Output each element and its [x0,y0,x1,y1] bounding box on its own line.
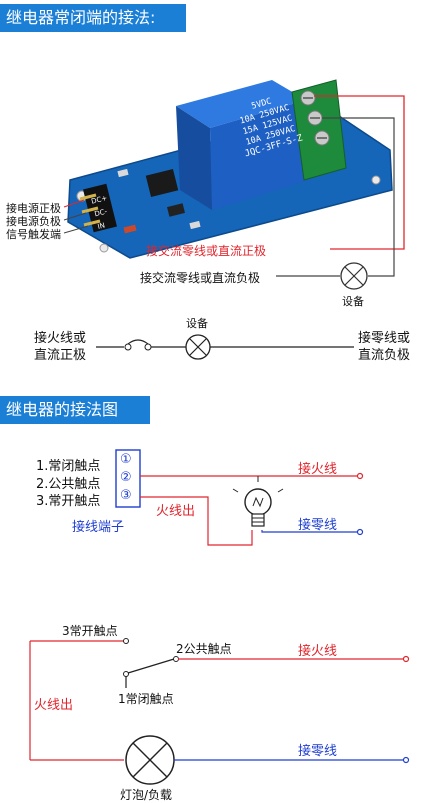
live-wire-label: 接火线 [298,462,338,477]
simple-right-label: 接零线或 直流负极 [358,330,410,364]
header-pin [79,193,97,201]
bulb-filament [252,496,264,508]
s3-live-wire-label: 接火线 [298,644,338,659]
contact-com-label: 2.公共触点 [36,477,101,492]
smd-component [117,168,129,178]
section2-title-banner: 继电器的接法图 [0,396,150,424]
bulb-base [251,513,265,527]
switch-contact [144,343,152,351]
contact-nc-label: 1.常闭触点 [36,459,101,474]
s3-live-out-label: 火线出 [34,698,74,713]
wire-terminal3-liveout [140,496,253,546]
wire-com-dark [322,117,395,277]
live-end-dot [402,655,410,663]
switch-icon [127,339,149,345]
s3-com-contact-label: 2公共触点 [176,642,232,656]
label-device: 设备 [342,295,364,308]
no-contact-dot [123,638,129,644]
neutral-end-dot [402,756,410,764]
smd-component [123,224,137,234]
smd-component [189,220,201,230]
pcb-mount-hole [99,243,109,253]
s3-load-label: 灯泡/负载 [120,788,173,802]
simple-left-line1: 接火线或 [34,331,87,346]
relay-side-face [176,106,212,210]
terminal-number-box [115,449,141,508]
terminal-number-2: ② [120,470,132,485]
header-pin [83,219,101,227]
s3-neutral-wire-label: 接零线 [298,744,338,759]
device-lamp-cross [344,266,364,286]
label-dc-negative: 接电源负极 [6,215,61,228]
neutral-wire-label: 接零线 [298,518,338,533]
switch-arm [127,658,175,674]
leader-signal [63,225,89,234]
section1-title-banner: 继电器常闭端的接法: [0,4,186,32]
section1-title: 继电器常闭端的接法: [6,8,156,27]
label-ac-neutral-dc-negative: 接交流零线或直流负极 [140,271,261,285]
simple-device-label: 设备 [186,317,208,330]
com-contact-dot [173,656,179,662]
wire-nc-red [314,95,405,250]
simple-right-line2: 直流负极 [358,348,411,363]
s3-nc-contact-label: 1常闭触点 [118,692,174,706]
contact-no-label: 3.常开触点 [36,494,101,509]
transistor [167,203,185,217]
simple-device-cross [189,338,207,356]
bulb-ray [232,488,239,493]
bulb-ray [277,488,284,493]
terminal-number-3: ③ [120,488,132,503]
load-lamp-cross [132,742,168,778]
optocoupler [145,168,179,198]
pcb-mount-hole [371,175,381,185]
label-dc-positive: 接电源正极 [6,202,61,215]
live-terminal-dot [356,472,364,480]
section2-title: 继电器的接法图 [6,400,119,419]
simple-left-line2: 直流正极 [34,348,87,363]
s3-no-contact-label: 3常开触点 [62,624,118,638]
neutral-terminal-dot [356,528,364,536]
terminal-block-label: 接线端子 [72,520,125,535]
label-ac-neutral-dc-positive: 接交流零线或直流正极 [146,244,267,258]
relay-top-face [176,80,306,128]
nc-contact-dot [123,671,129,677]
label-signal-trigger: 信号触发端 [6,228,61,241]
leader-dc-neg [63,212,87,221]
simple-left-label: 接火线或 直流正极 [34,330,86,364]
wire-neutral [261,530,358,533]
switch-contact [124,343,132,351]
simple-right-line1: 接零线或 [358,331,411,346]
header-pin [81,206,99,214]
leader-dc-pos [63,199,85,208]
terminal-number-1: ① [120,452,132,467]
relay-front-face [210,100,308,210]
live-out-label: 火线出 [156,504,196,519]
